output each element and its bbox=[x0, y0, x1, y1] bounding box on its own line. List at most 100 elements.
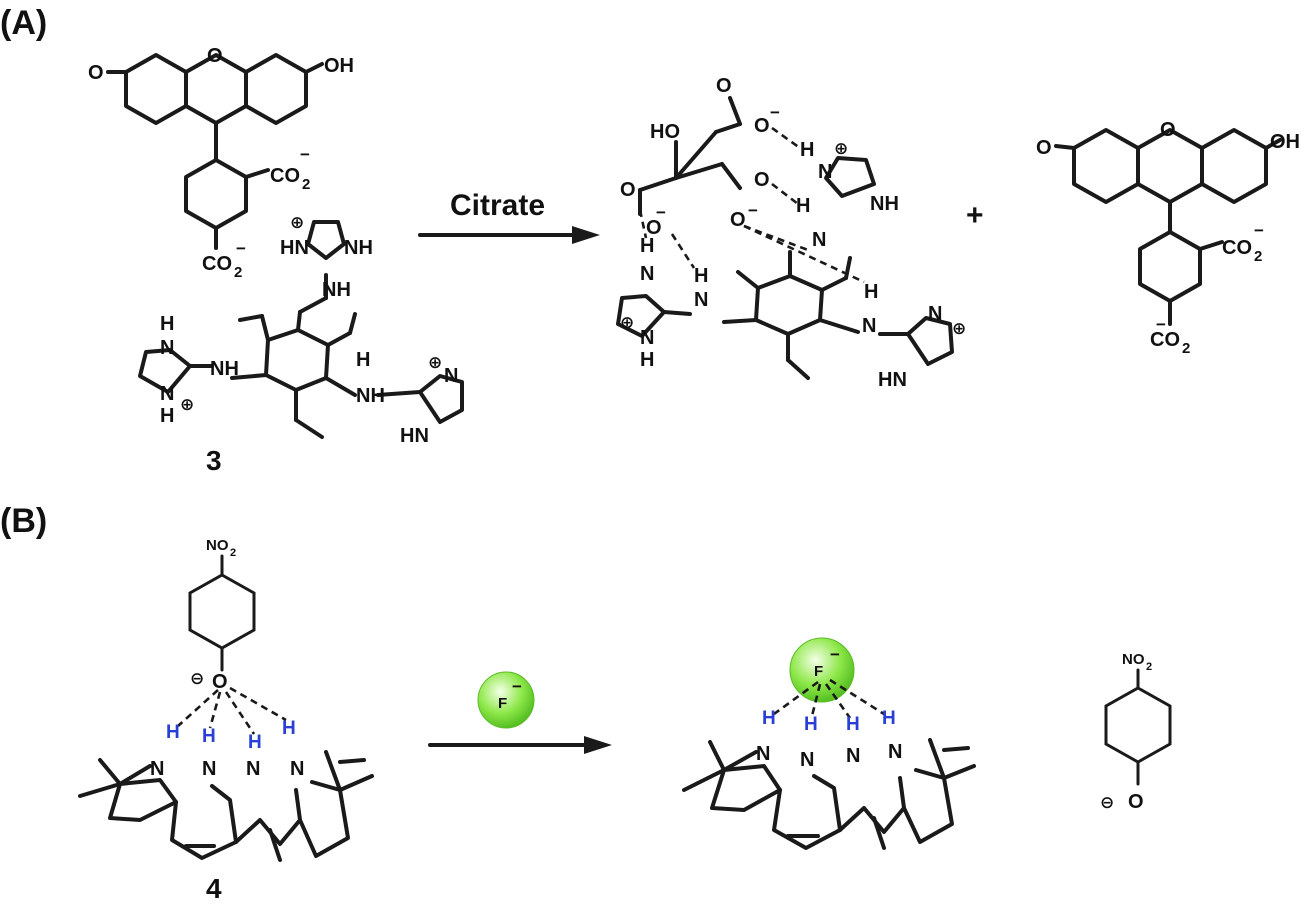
bound-h-4: H bbox=[282, 718, 296, 739]
released-dye-co2-upper: CO bbox=[1222, 237, 1252, 259]
complex-h-1: H bbox=[762, 708, 776, 729]
complex-n-upper-right: N bbox=[818, 161, 832, 183]
fluoride-complex: F − H H H H N N N N bbox=[682, 637, 976, 850]
complex-h-left-top: H bbox=[640, 235, 654, 257]
receptor-3-n-left-top: N bbox=[160, 337, 174, 359]
released-dye-co2-lower-sub: 2 bbox=[1182, 340, 1190, 357]
complex-h-left-bottom: H bbox=[640, 349, 654, 371]
complex-4-n-4: N bbox=[888, 741, 902, 763]
released-dye-co2-upper-sub: 2 bbox=[1254, 248, 1262, 265]
bound-h-2: H bbox=[202, 726, 216, 747]
complex-4-n-2: N bbox=[800, 749, 814, 771]
complex-4-n-3: N bbox=[846, 745, 860, 767]
bound-o-charge: ⊖ bbox=[190, 669, 204, 688]
receptor-3-h-left-top: H bbox=[160, 313, 174, 335]
complex-n-right: N bbox=[928, 303, 942, 325]
released-dye-carbonyl-o: O bbox=[1036, 137, 1052, 159]
fluoride-reagent: F − bbox=[477, 671, 535, 729]
receptor-3-plus-left: ⊕ bbox=[180, 395, 194, 414]
free-no2-sub: 2 bbox=[1146, 661, 1152, 673]
complex-nh-upper-right: NH bbox=[870, 193, 899, 215]
bound-no2: NO bbox=[206, 537, 229, 554]
fluorescein-quenched: O O OH CO 2 − CO 2 − bbox=[88, 45, 354, 281]
complex-n-link-upper-right: N bbox=[812, 229, 826, 251]
receptor-3-nh-link-top: NH bbox=[322, 279, 351, 301]
complex-plus-left: ⊕ bbox=[620, 313, 634, 332]
citrate-o-left: O bbox=[620, 179, 636, 201]
citrate-o-top-right: O bbox=[754, 115, 770, 137]
complex-n-left-bottom: N bbox=[640, 327, 654, 349]
quenched-dye-co2-lower: CO bbox=[202, 253, 232, 275]
receptor-4-n-1: N bbox=[150, 758, 164, 780]
complex-h-left-link: H bbox=[694, 265, 708, 287]
nitrophenolate-bound: NO 2 O ⊖ H H H H bbox=[166, 537, 296, 753]
citrate-o-top: O bbox=[716, 75, 732, 97]
receptor-3-hn-right: HN bbox=[400, 425, 429, 447]
bound-no2-sub: 2 bbox=[230, 547, 236, 559]
free-no2: NO bbox=[1122, 651, 1145, 668]
receptor-4-n-2: N bbox=[202, 758, 216, 780]
nitrophenolate-free: NO 2 O ⊖ bbox=[1100, 651, 1172, 813]
receptor-3-nh-link-left: NH bbox=[210, 358, 239, 380]
receptor-4-n-3: N bbox=[246, 758, 260, 780]
citrate-charge-top: − bbox=[770, 103, 780, 122]
released-dye-co2-lower: CO bbox=[1150, 329, 1180, 351]
complex-hn-right: HN bbox=[878, 369, 907, 391]
complex-h-upper-right: H bbox=[800, 139, 814, 161]
panel-b-label: (B) bbox=[0, 502, 47, 540]
receptor-3-nh-link-right: NH bbox=[356, 385, 385, 407]
plus-sign: + bbox=[966, 199, 984, 232]
citrate-o-mid-bottom: O bbox=[730, 209, 746, 231]
complex-n-right-link: N bbox=[862, 315, 876, 337]
receptor-4-n-4: N bbox=[290, 758, 304, 780]
released-dye-ring-o: O bbox=[1160, 119, 1176, 141]
quenched-dye-co2-upper: CO bbox=[270, 165, 300, 187]
compound-4-label: 4 bbox=[206, 873, 222, 904]
complex-plus-right: ⊕ bbox=[952, 319, 966, 338]
receptor-3-n-left-bottom: N bbox=[160, 383, 174, 405]
complex-n-left-top: N bbox=[640, 263, 654, 285]
panel-a-label: (A) bbox=[0, 4, 47, 42]
receptor-3-h-link-right: H bbox=[356, 349, 370, 371]
released-dye-co2-lower-charge: − bbox=[1156, 315, 1166, 334]
citrate-o-mid: O bbox=[754, 169, 770, 191]
free-o-charge: ⊖ bbox=[1100, 793, 1114, 812]
receptor-3-plus-right: ⊕ bbox=[428, 353, 442, 372]
quenched-dye-ring-o: O bbox=[207, 45, 223, 67]
bound-o: O bbox=[212, 671, 228, 693]
receptor-3-nh-top: NH bbox=[344, 237, 373, 259]
compound-3-label: 3 bbox=[206, 445, 222, 476]
fluoride-reagent-charge: − bbox=[512, 677, 522, 696]
citrate-receptor-complex: HO O O − O O − O O − H N ⊕ H NH N bbox=[616, 75, 966, 391]
complex-h-4: H bbox=[882, 708, 896, 729]
fluorescein-released: O O OH CO 2 − CO 2 − bbox=[1036, 119, 1300, 357]
citrate-o-left-bottom: O bbox=[646, 217, 662, 239]
complex-n-left-link: N bbox=[694, 289, 708, 311]
quenched-dye-co2-upper-charge: − bbox=[300, 145, 310, 164]
citrate-charge-mid: − bbox=[748, 201, 758, 220]
released-dye-oh: OH bbox=[1270, 131, 1300, 153]
complex-f-charge: − bbox=[830, 645, 840, 664]
citrate-reagent-label: Citrate bbox=[450, 189, 545, 222]
receptor-3-n-right: N bbox=[444, 365, 458, 387]
bound-h-1: H bbox=[166, 722, 180, 743]
quenched-dye-co2-lower-charge: − bbox=[236, 239, 246, 258]
complex-h-2: H bbox=[804, 714, 818, 735]
complex-h-3: H bbox=[846, 714, 860, 735]
receptor-3: NH HN NH ⊕ NH H N N H ⊕ H NH N ⊕ HN bbox=[138, 213, 464, 447]
receptor-3-plus-top: ⊕ bbox=[290, 213, 304, 232]
complex-plus-upper-right: ⊕ bbox=[834, 139, 848, 158]
bound-h-3: H bbox=[248, 732, 262, 753]
complex-4-n-1: N bbox=[756, 743, 770, 765]
quenched-dye-carbonyl-o: O bbox=[88, 62, 104, 84]
receptor-3-h-left-bottom: H bbox=[160, 405, 174, 427]
complex-f: F bbox=[814, 663, 823, 680]
receptor-3-hn-top: HN bbox=[280, 237, 309, 259]
citrate-charge-left: − bbox=[656, 203, 666, 222]
fluoride-reagent-f: F bbox=[498, 695, 507, 712]
citrate-ho: HO bbox=[650, 121, 680, 143]
complex-h-right-link: H bbox=[864, 281, 878, 303]
released-dye-co2-upper-charge: − bbox=[1254, 221, 1264, 240]
free-o: O bbox=[1128, 791, 1144, 813]
